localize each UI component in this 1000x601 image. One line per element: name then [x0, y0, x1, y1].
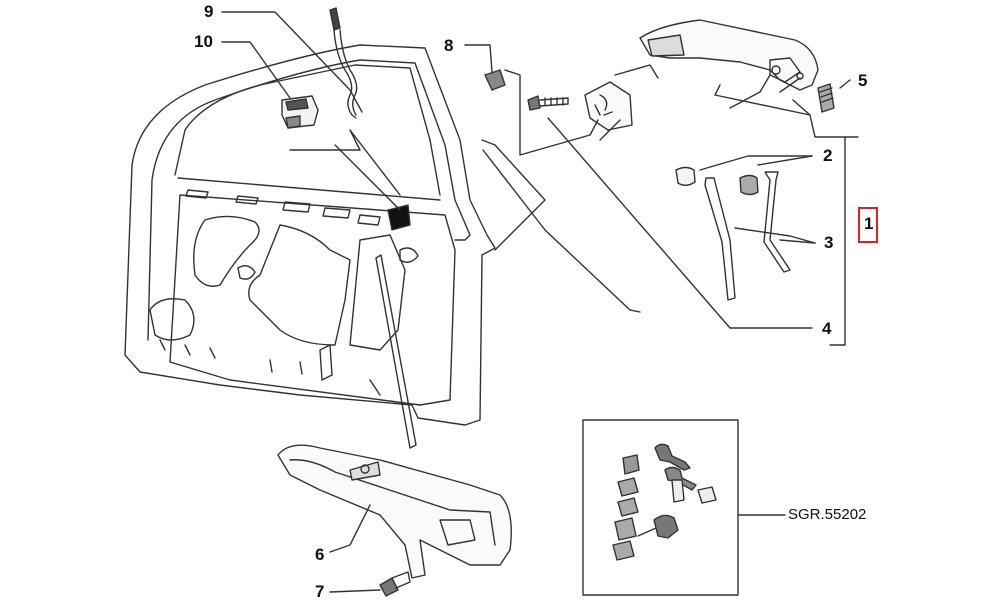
- callout-1: 1: [864, 214, 874, 233]
- part-3-rods: [704, 171, 791, 301]
- lock-set-inset: [582, 419, 739, 596]
- door-shell: [124, 44, 496, 426]
- part-5-screw: [817, 83, 835, 113]
- part-10-switch: [281, 95, 319, 129]
- callout-4: 4: [822, 319, 832, 338]
- callout-1-highlight-box: [858, 207, 878, 243]
- inset-reference-label: SGR.55202: [788, 506, 867, 523]
- part-8-clip: [484, 69, 506, 91]
- door-latch-block: [387, 204, 411, 231]
- part-7-bolt: [379, 571, 411, 597]
- callout-7: 7: [315, 582, 325, 601]
- callout-10: 10: [194, 32, 213, 51]
- latch-bracket: [584, 81, 633, 131]
- callout-8: 8: [444, 36, 454, 55]
- leader-lines: [221, 11, 859, 593]
- part-2-bushings: [675, 166, 759, 196]
- part-6-inner-handle: [277, 444, 512, 579]
- part-9-harness: [329, 7, 358, 119]
- outer-door-handle: [639, 19, 819, 91]
- callout-5: 5: [858, 71, 868, 90]
- callout-3: 3: [824, 233, 834, 252]
- bracket-screw: [527, 95, 569, 111]
- callout-9: 9: [204, 2, 214, 21]
- callout-2: 2: [823, 146, 833, 165]
- callout-6: 6: [315, 545, 325, 564]
